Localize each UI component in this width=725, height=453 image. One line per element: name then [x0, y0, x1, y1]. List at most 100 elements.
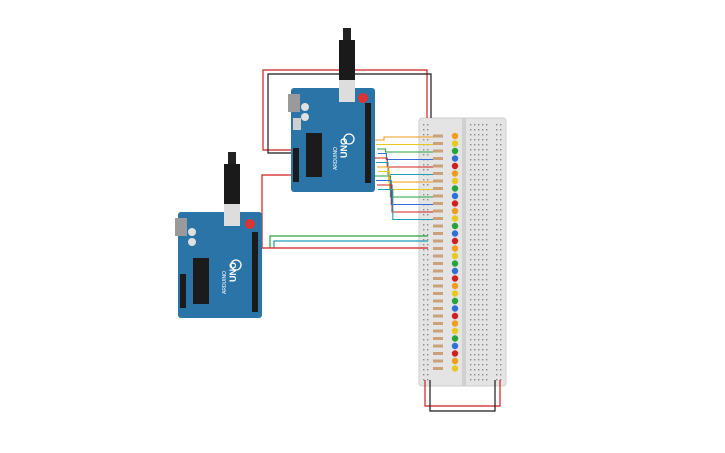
- resistor: [433, 187, 443, 190]
- resistor: [433, 337, 443, 340]
- led-column: [433, 132, 459, 372]
- board-brand-label: ARDUINO: [333, 147, 339, 170]
- resistor: [433, 254, 443, 258]
- header-pins-digital: [365, 103, 371, 183]
- resistor: [433, 179, 443, 183]
- black-ground-wire-top: [267, 73, 432, 154]
- led: [451, 192, 459, 200]
- signal-wire: [377, 148, 433, 153]
- resistor: [433, 157, 443, 160]
- usb-cable-bottom: [224, 152, 240, 226]
- resistor: [433, 344, 443, 348]
- usb-port: [175, 218, 187, 236]
- reset-button: [245, 219, 255, 229]
- led: [451, 215, 459, 222]
- resistor: [433, 202, 443, 205]
- usb-cable-top: [339, 28, 355, 102]
- led: [451, 350, 459, 357]
- resistor: [433, 164, 443, 168]
- resistor: [433, 224, 443, 228]
- resistor: [433, 359, 443, 363]
- signal-wire: [376, 179, 433, 206]
- led: [451, 185, 459, 192]
- black-rail-loop: [429, 380, 496, 412]
- resistor: [433, 172, 443, 175]
- led: [451, 177, 459, 185]
- arduino-uno-top[interactable]: UNO ARDUINO: [288, 88, 375, 192]
- cyan-wire-bottom: [273, 240, 428, 248]
- led: [451, 230, 459, 237]
- resistor: [433, 239, 443, 243]
- breadboard[interactable]: [418, 117, 507, 387]
- led: [451, 155, 459, 162]
- signal-wire: [375, 175, 433, 198]
- reset-button: [358, 93, 368, 103]
- bottom-board-wires: [261, 235, 428, 249]
- resistor: [433, 142, 443, 145]
- resistor: [433, 367, 443, 370]
- led: [451, 357, 459, 365]
- led: [451, 147, 459, 155]
- led: [451, 260, 459, 267]
- led: [451, 320, 459, 327]
- resistor: [433, 292, 443, 295]
- resistor: [433, 217, 443, 220]
- resistor: [433, 232, 443, 235]
- led: [451, 222, 459, 230]
- red-power-wire-top: [262, 69, 428, 151]
- resistor: [433, 247, 443, 250]
- led: [451, 200, 459, 207]
- led: [451, 170, 459, 177]
- signal-wire: [376, 161, 433, 176]
- signal-wire: [377, 166, 433, 183]
- microcontroller-chip: [193, 258, 209, 304]
- led: [451, 335, 459, 342]
- resistor: [433, 149, 443, 153]
- led: [451, 365, 459, 372]
- signal-wire: [378, 188, 433, 221]
- breadboard-holes: [423, 124, 502, 381]
- led: [451, 267, 459, 275]
- usb-port: [288, 94, 300, 112]
- led: [451, 162, 459, 170]
- led: [451, 327, 459, 335]
- resistor: [433, 134, 443, 138]
- resistor: [433, 269, 443, 273]
- signal-wire: [375, 136, 433, 141]
- led: [451, 290, 459, 297]
- header-pins-power: [293, 148, 299, 182]
- led: [451, 132, 459, 140]
- resistor: [433, 209, 443, 213]
- led: [451, 282, 459, 290]
- resistor: [433, 352, 443, 355]
- board-model-label: UNO: [339, 138, 349, 158]
- led: [451, 252, 459, 260]
- led: [451, 245, 459, 252]
- board-brand-label: ARDUINO: [222, 271, 228, 294]
- signal-wires: [375, 136, 433, 221]
- led: [451, 297, 459, 305]
- led: [451, 207, 459, 215]
- red-power-wire-bottom: [261, 174, 295, 240]
- led: [451, 342, 459, 350]
- resistor: [433, 262, 443, 265]
- green-wire-bottom: [269, 235, 428, 248]
- header-pins-power: [180, 274, 186, 308]
- arduino-uno-bottom[interactable]: UNO ARDUINO: [175, 212, 262, 318]
- arduino-logo-icon: [343, 133, 355, 145]
- resistor: [433, 329, 443, 333]
- board-model-label: UNO: [228, 262, 238, 282]
- header-pins-digital: [252, 232, 258, 312]
- microcontroller-chip: [306, 133, 322, 177]
- resistor: [433, 194, 443, 198]
- resistor: [433, 299, 443, 303]
- led: [451, 140, 459, 147]
- led: [451, 275, 459, 282]
- led: [451, 305, 459, 312]
- red-rail-loop: [424, 380, 501, 407]
- signal-wire: [377, 184, 433, 213]
- signal-wire: [378, 152, 433, 161]
- led: [451, 312, 459, 320]
